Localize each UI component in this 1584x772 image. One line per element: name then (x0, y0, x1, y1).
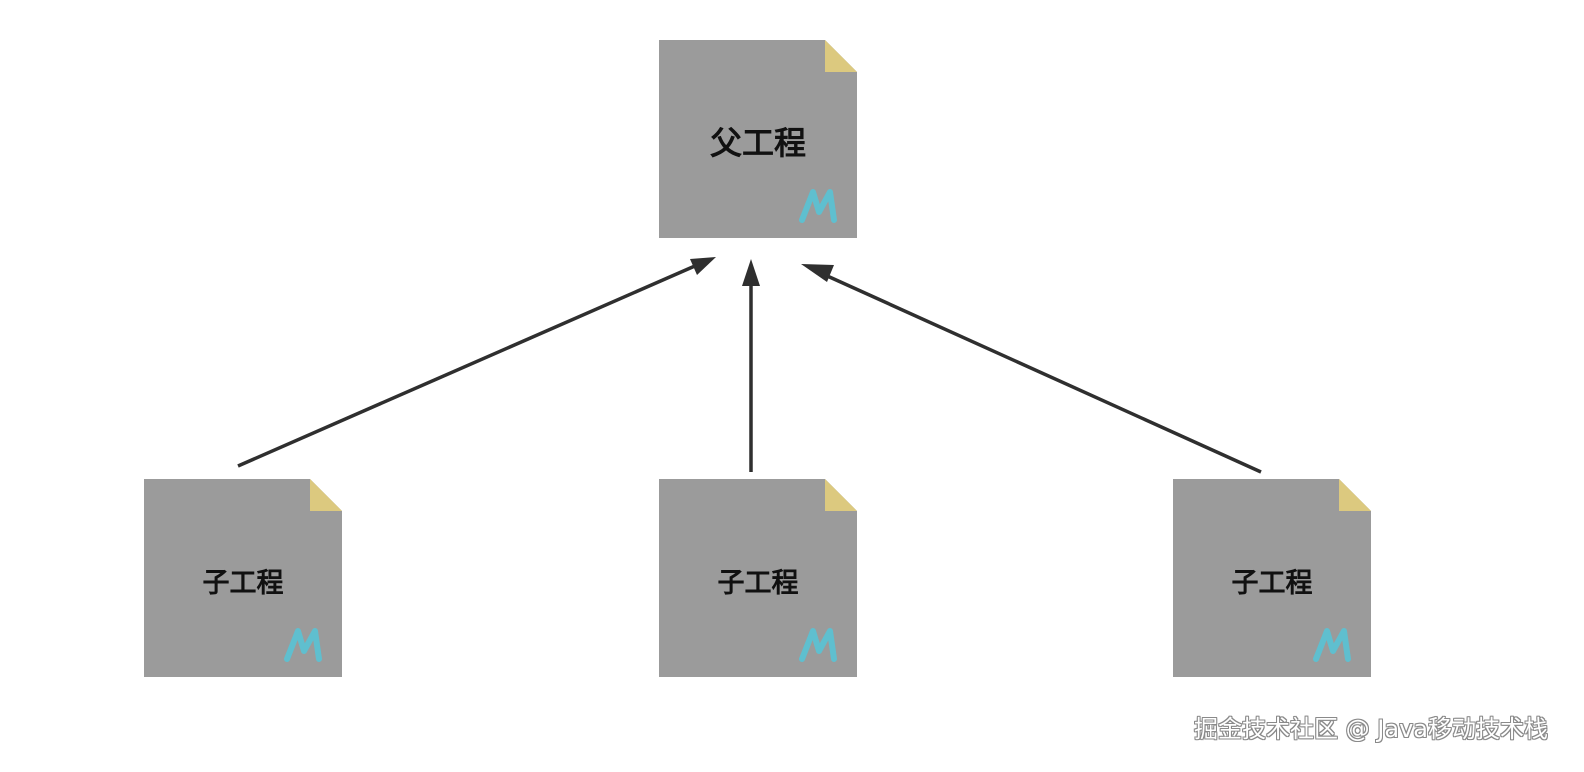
arrowhead-right (801, 264, 834, 282)
edge-right-child-to-parent (801, 264, 1262, 474)
arrowhead-middle (742, 259, 760, 286)
edge-left-child-to-parent (237, 257, 716, 468)
maven-m-icon (284, 628, 322, 662)
parent-project-node: 父工程 (659, 40, 857, 238)
document-shape (659, 479, 857, 677)
child-project-label: 子工程 (717, 568, 799, 599)
maven-m-icon (799, 628, 837, 662)
watermark-text: 掘金技术社区 @ Java移动技术栈 (1194, 715, 1548, 743)
child-project-node: 子工程 (144, 479, 342, 677)
edge-middle-child-to-parent (742, 259, 760, 472)
child-project-node: 子工程 (1173, 479, 1371, 677)
parent-project-label: 父工程 (709, 124, 806, 162)
arrowhead-left (690, 257, 716, 275)
maven-m-icon (799, 189, 837, 223)
document-shape (1173, 479, 1371, 677)
document-shape (659, 40, 857, 238)
child-project-label: 子工程 (1231, 568, 1313, 599)
document-shape (144, 479, 342, 677)
child-project-node: 子工程 (659, 479, 857, 677)
maven-m-icon (1313, 628, 1351, 662)
child-project-label: 子工程 (202, 568, 284, 599)
